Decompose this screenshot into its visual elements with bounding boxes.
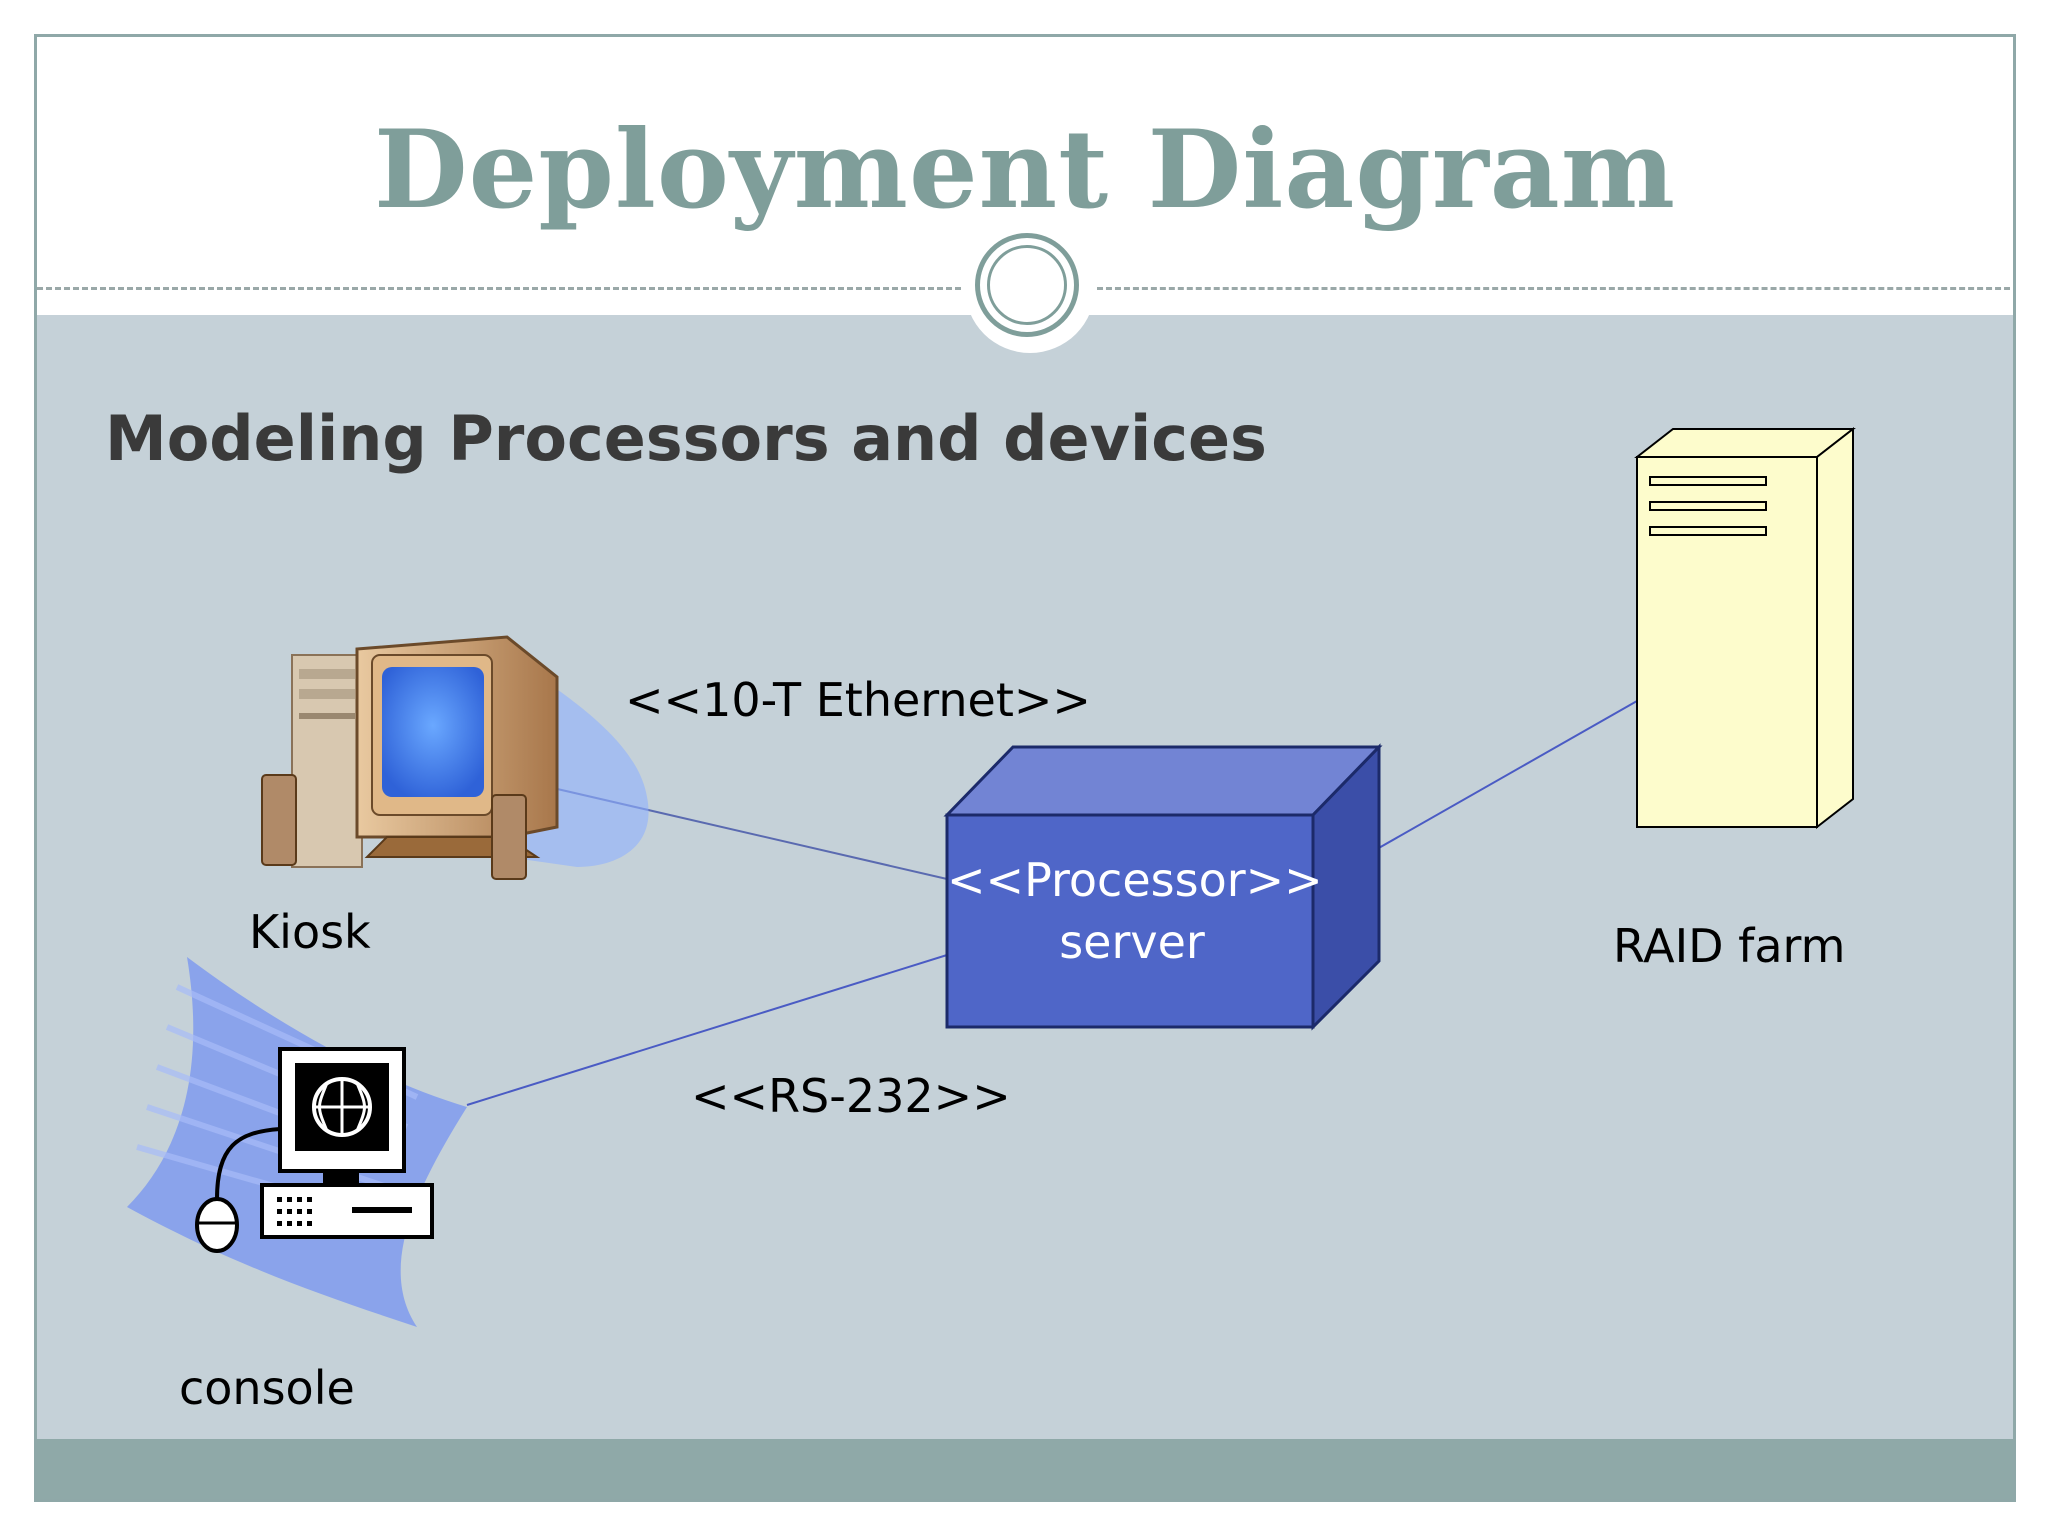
rs232-link [466,954,948,1106]
desktop-computer-icon [261,635,649,880]
raid-link [1376,700,1638,850]
deployment-diagram [127,426,1856,1327]
slide-title: Deployment Diagram [373,107,1677,233]
server-tower-icon [1634,426,1856,830]
server-name: server [1059,915,1205,969]
server-stereotype: <<Processor>> [947,853,1323,907]
header-divider-left [37,287,961,290]
header-divider-right [1097,287,2013,290]
ornament-ring-inner [987,245,1067,325]
server-node-box [943,743,1383,1031]
ethernet-link-label: <<10-T Ethernet>> [625,673,1091,727]
footer-band [37,1439,2013,1499]
console-label: console [179,1361,355,1415]
kiosk-label: Kiosk [249,905,371,959]
raid-farm-label: RAID farm [1613,919,1846,973]
slide: Deployment Diagram Modeling Processors a… [34,34,2016,1502]
slide-subtitle: Modeling Processors and devices [105,402,1267,475]
server-node-label: <<Processor>> server [947,849,1323,973]
rs232-link-label: <<RS-232>> [691,1069,1011,1123]
workstation-icon [127,957,467,1327]
